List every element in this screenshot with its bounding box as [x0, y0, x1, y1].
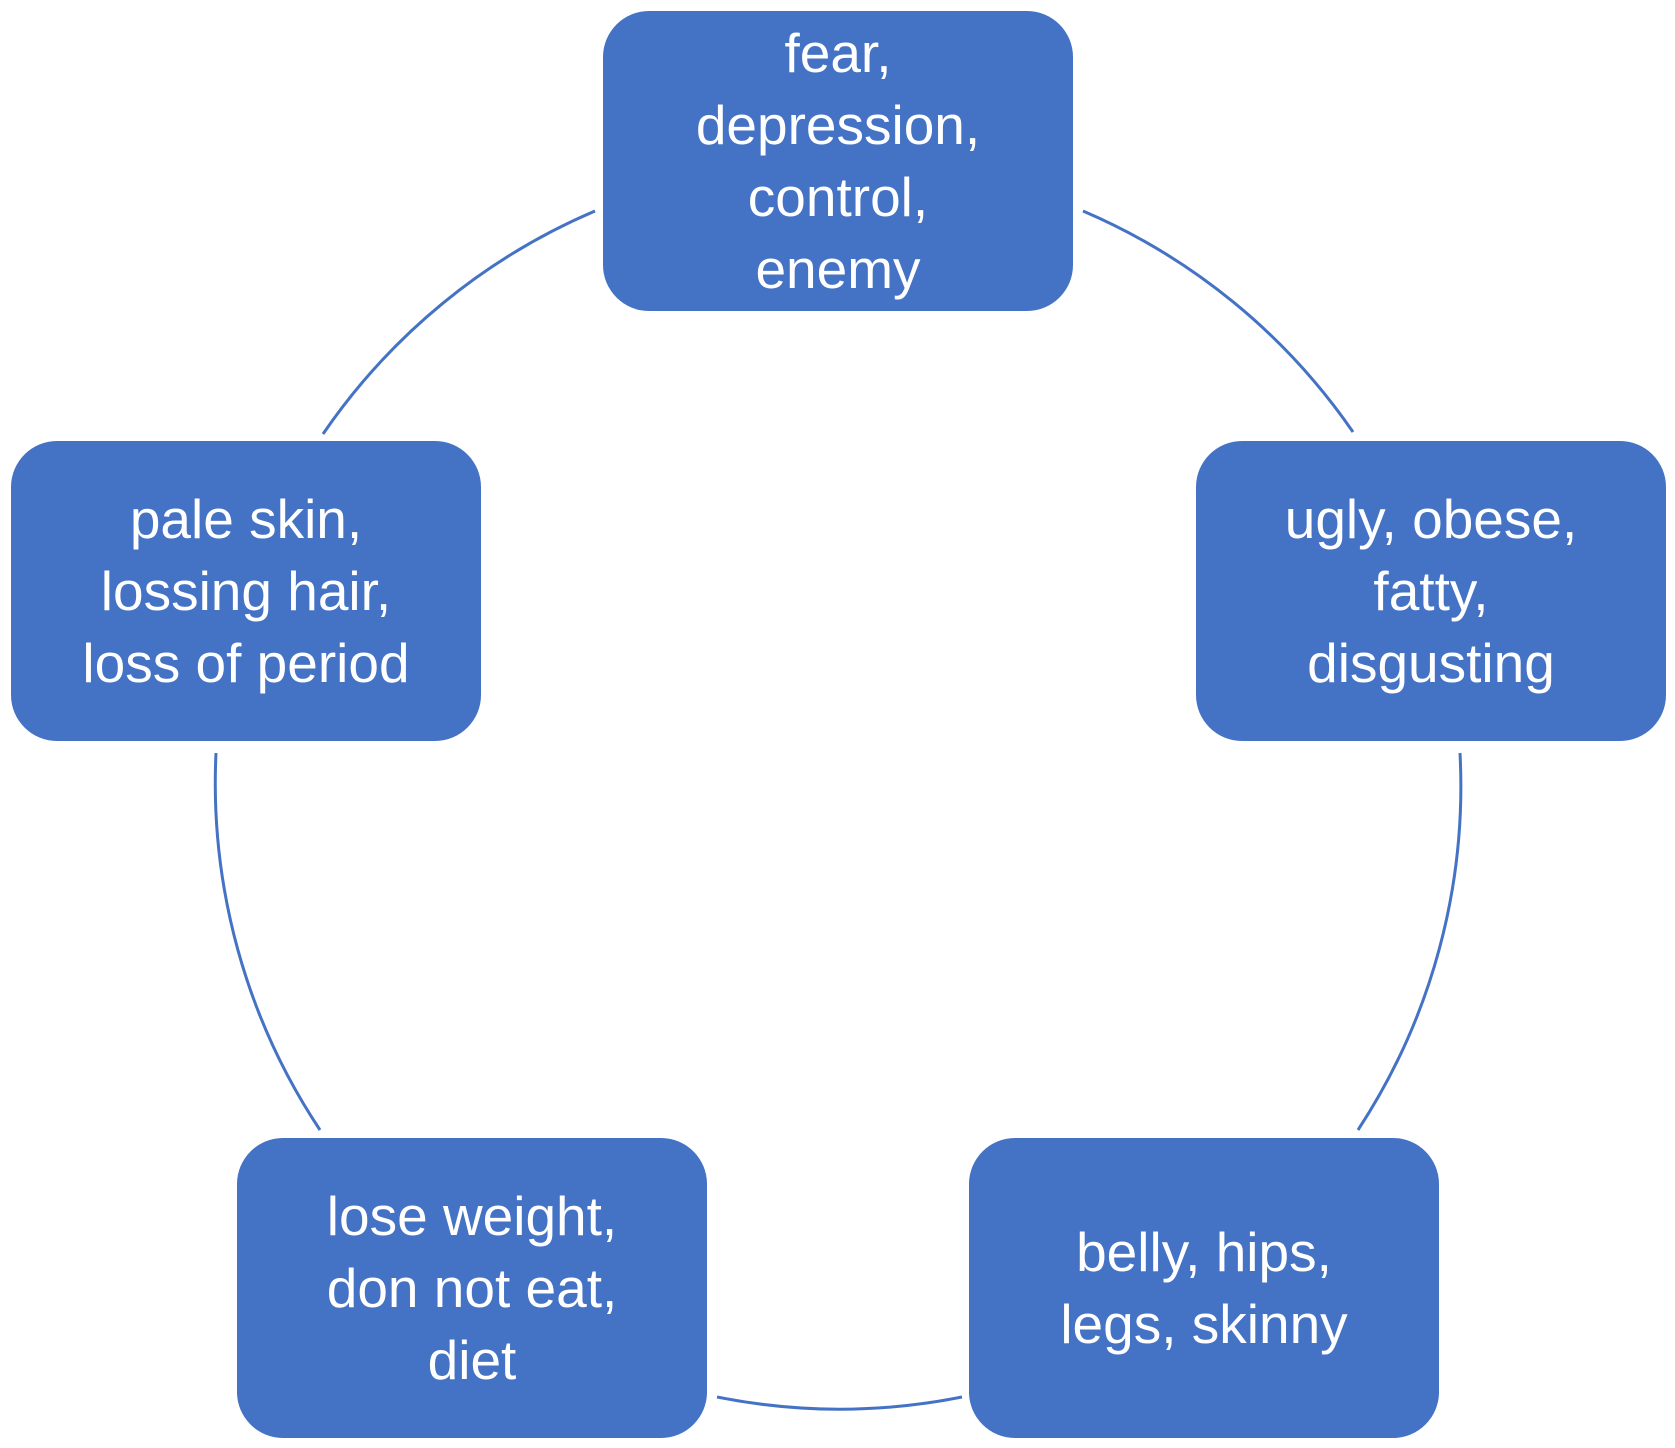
node-label-left: pale skin, lossing hair, loss of period: [82, 488, 410, 694]
node-label-bottom-right: belly, hips, legs, skinny: [1060, 1221, 1348, 1355]
node-label-right: ugly, obese, fatty, disgusting: [1284, 488, 1578, 694]
connector-right-to-bottom-right: [1356, 752, 1463, 1131]
cycle-node-right: ugly, obese, fatty, disgusting: [1196, 441, 1666, 741]
connector-bottom-left-to-left: [213, 752, 322, 1131]
connector-top-to-right: [1082, 209, 1355, 433]
connector-left-to-top: [321, 209, 596, 435]
cycle-node-bottom-right: belly, hips, legs, skinny: [969, 1138, 1439, 1438]
cycle-node-top: fear, depression, control, enemy: [603, 11, 1073, 311]
connector-bottom-right-to-bottom-left: [716, 1395, 963, 1411]
cycle-node-bottom-left: lose weight, don not eat, diet: [237, 1138, 707, 1438]
node-label-bottom-left: lose weight, don not eat, diet: [326, 1185, 618, 1391]
cycle-node-left: pale skin, lossing hair, loss of period: [11, 441, 481, 741]
node-label-top: fear, depression, control, enemy: [695, 22, 981, 300]
